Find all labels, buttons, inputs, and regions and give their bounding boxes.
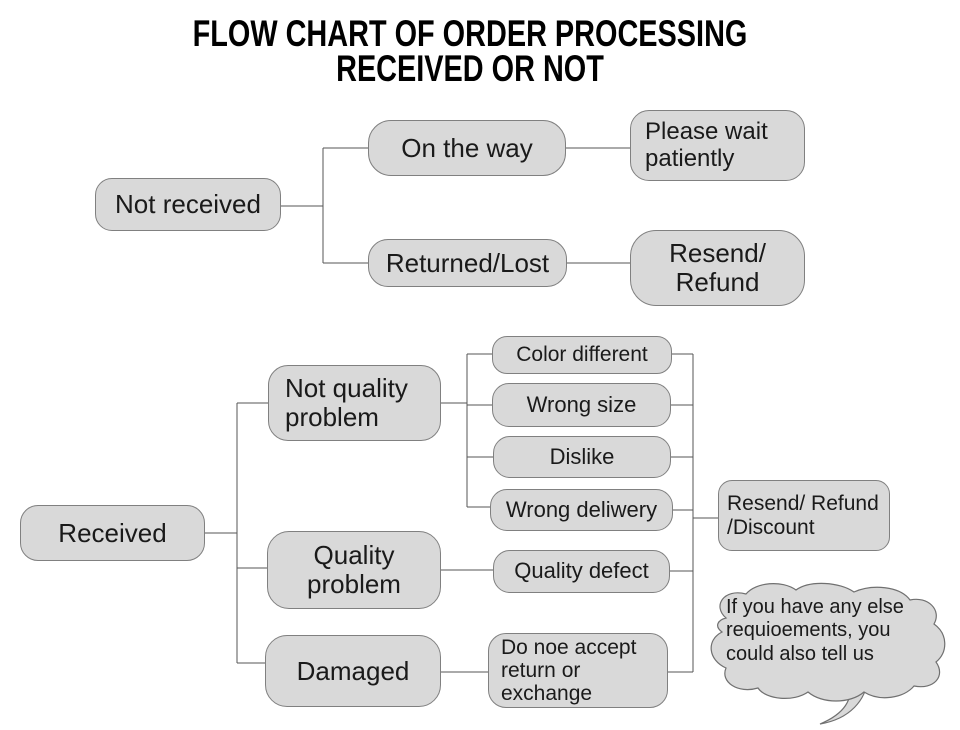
node-damaged: Damaged [265,635,441,707]
node-wrong-size: Wrong size [492,383,671,427]
node-resend-refund: Resend/ Refund [630,230,805,306]
page-title-line2: RECEIVED OR NOT [336,48,604,89]
node-quality-defect: Quality defect [493,550,670,593]
node-not-received: Not received [95,178,281,231]
node-please-wait-patiently: Please wait patiently [630,110,805,181]
node-wrong-deliwery: Wrong deliwery [490,489,673,531]
speech-bubble: If you have any else requioements, you c… [700,578,948,728]
node-received: Received [20,505,205,561]
node-returned-lost: Returned/Lost [368,239,567,287]
node-do-noe-accept-return: Do noe accept return or exchange [488,633,668,708]
page-title-line1: FLOW CHART OF ORDER PROCESSING [192,13,748,54]
node-on-the-way: On the way [368,120,566,176]
page-title: FLOW CHART OF ORDER PROCESSING RECEIVED … [103,13,836,89]
node-resend-refund-discount: Resend/ Refund /Discount [718,480,890,551]
node-quality-problem: Quality problem [267,531,441,609]
node-color-different: Color different [492,336,672,374]
node-not-quality-problem: Not quality problem [268,365,441,441]
speech-bubble-text: If you have any else requioements, you c… [726,596,904,665]
node-dislike: Dislike [493,436,671,478]
speech-bubble-shape [710,582,946,725]
